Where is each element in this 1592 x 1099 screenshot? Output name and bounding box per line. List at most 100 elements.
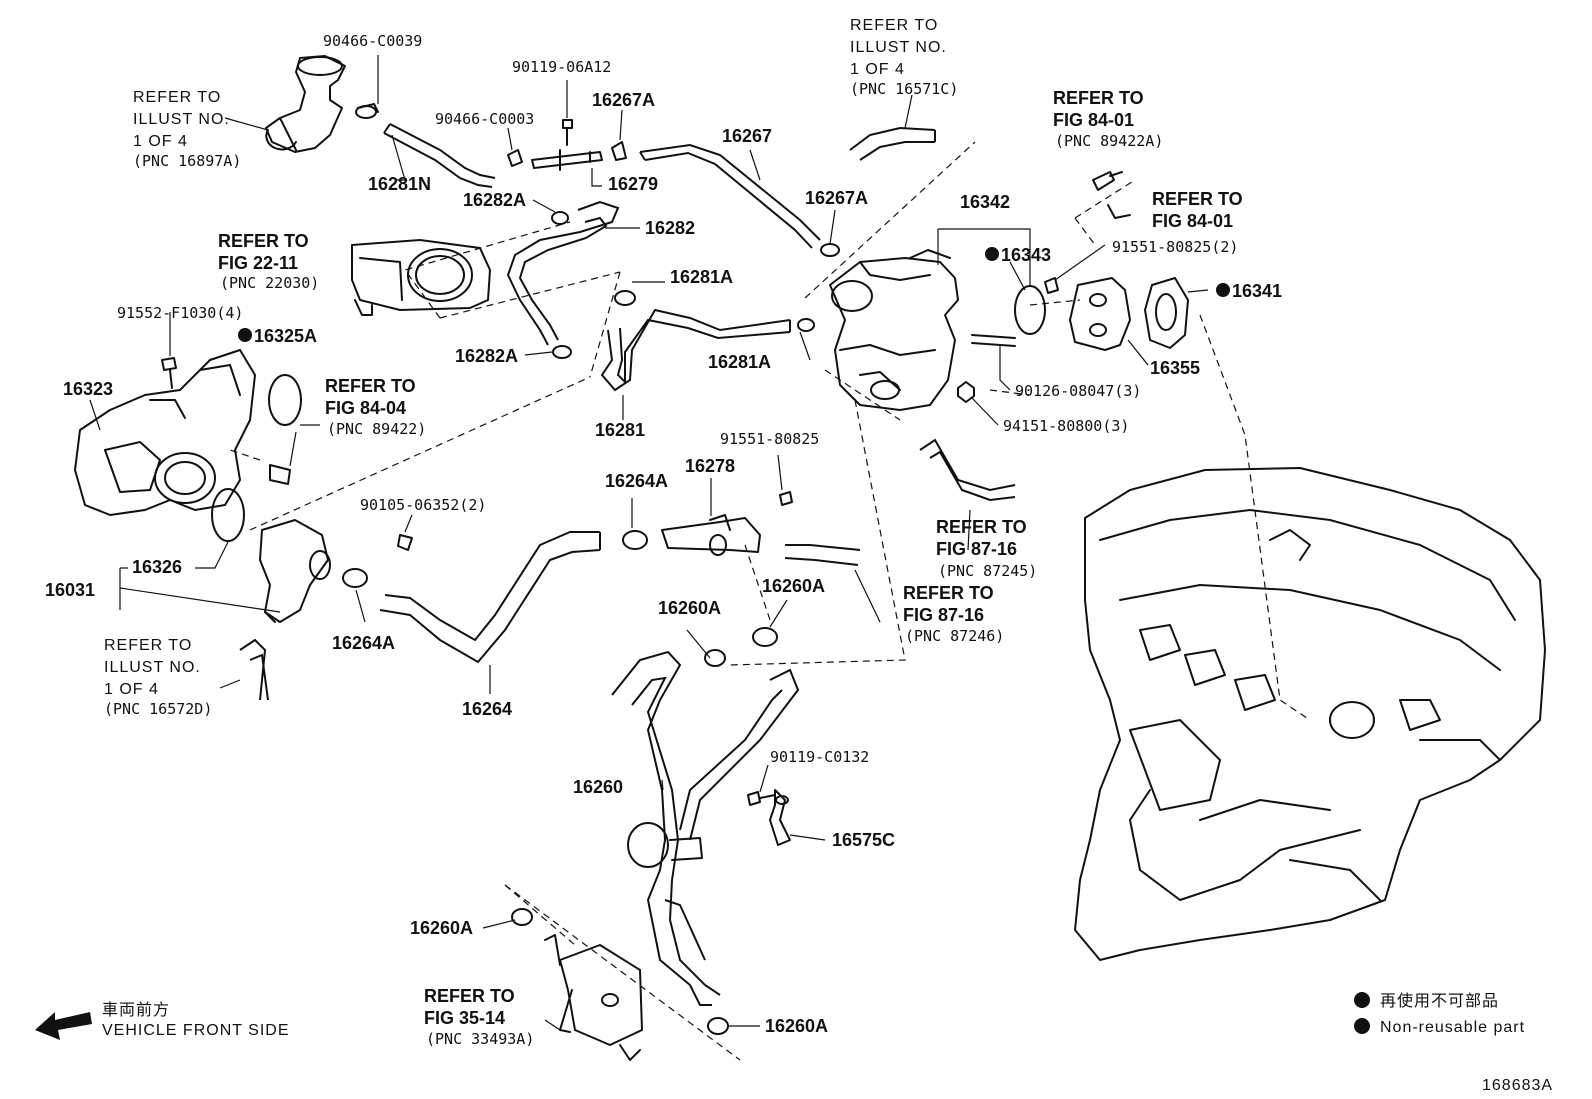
refer-22030: REFER TO FIG 22-11 (PNC 22030) [218,231,319,292]
refer-16572D: REFER TO ILLUST NO. 1 OF 4 (PNC 16572D) [104,637,212,718]
filler-neck-16897A [265,55,346,153]
refer-16897A-line3: 1 OF 4 [133,133,188,150]
clip-90466-C0003 [507,149,523,167]
clip-16260A-a [752,627,778,647]
bracket-16279 [531,149,603,171]
label-16281A-top: 16281A [670,267,733,287]
refer-16572D-line4: (PNC 16572D) [104,700,212,718]
label-16267: 16267 [722,126,772,146]
refer-16571C-line2: ILLUST NO. [850,39,947,56]
hose-16282 [506,200,620,346]
label-16343: 16343 [1001,245,1051,265]
legend-label-jp: 再使用不可部品 [1380,992,1499,1010]
label-90466-C0003: 90466-C0003 [435,110,534,128]
refer-16897A: REFER TO ILLUST NO. 1 OF 4 (PNC 16897A) [133,89,241,170]
refer-33493A-line1: REFER TO [424,986,515,1006]
non-reusable-dot-16341 [1216,283,1230,297]
refer-22030-line2: FIG 22-11 [218,253,298,273]
refer-22030-line1: REFER TO [218,231,309,251]
o-ring-16343 [1014,285,1046,335]
clamp-16260 [627,822,703,868]
sensor-89422A [1092,171,1123,191]
water-pump-16323 [74,349,256,516]
bracket-16355 [1069,277,1131,351]
refer-89422A-line2: FIG 84-01 [1053,110,1134,130]
refer-33493A-line3: (PNC 33493A) [426,1030,534,1048]
refer-84-01-line1: REFER TO [1152,189,1243,209]
label-16282A-mid: 16282A [455,346,518,366]
refer-89422-line1: REFER TO [325,376,416,396]
label-94151-80800: 94151-80800(3) [1003,417,1129,435]
hose-87245 [919,438,1016,502]
refer-87245-line3: (PNC 87245) [938,562,1037,580]
hose-16264 [379,531,601,664]
label-16267A-mid: 16267A [805,188,868,208]
clip-16264A-top [622,530,648,550]
hose-87246 [784,544,861,566]
clip-16282A-mid [552,345,572,359]
water-outlet-16342 [829,249,959,411]
refer-33493A: REFER TO FIG 35-14 (PNC 33493A) [424,986,534,1048]
label-16278: 16278 [685,456,735,476]
legend-label-en: Non-reusable part [1380,1019,1525,1036]
label-16267A-top: 16267A [592,90,655,110]
non-reusable-dot-16325A [238,328,252,342]
hose-16281N [383,123,496,188]
label-16282: 16282 [645,218,695,238]
label-90105-06352: 90105-06352(2) [360,496,486,514]
non-reusable-dot-16343 [985,247,999,261]
refer-16572D-line1: REFER TO [104,637,192,654]
label-16575C: 16575C [832,830,895,850]
diagram-id: 168683A [1482,1077,1553,1094]
sensor-89422 [269,464,291,485]
label-16264: 16264 [462,699,512,719]
label-90119-C0132: 90119-C0132 [770,748,869,766]
clip-16260A-c [511,908,533,926]
clip-16260A-b [704,649,726,667]
label-16282A-top: 16282A [463,190,526,210]
label-16260: 16260 [573,777,623,797]
label-16341: 16341 [1232,281,1282,301]
refer-16571C: REFER TO ILLUST NO. 1 OF 4 (PNC 16571C) [850,17,958,98]
refer-87246-line3: (PNC 87246) [905,627,1004,645]
refer-87246: REFER TO FIG 87-16 (PNC 87246) [903,583,1004,645]
oil-cooler-33493A [544,934,643,1061]
refer-87246-line2: FIG 87-16 [903,605,984,625]
refer-89422A: REFER TO FIG 84-01 (PNC 89422A) [1053,88,1163,150]
leader-lines [89,55,1209,1031]
label-16260A-c: 16260A [410,918,473,938]
stud-90126-08047 [971,334,1016,347]
engine-block [1074,467,1546,961]
clip-16281A-top [614,290,636,306]
gasket-16326 [211,488,245,542]
refer-16897A-line2: ILLUST NO. [133,111,230,128]
refer-33493A-line2: FIG 35-14 [424,1008,505,1028]
refer-22030-line3: (PNC 22030) [220,274,319,292]
label-91552-F1030: 91552-F1030(4) [117,304,243,322]
pipe-16278 [661,514,761,556]
clip-16267A-mid [820,243,840,257]
refer-16572D-line2: ILLUST NO. [104,659,201,676]
hose-16281 [600,308,791,392]
hose-16260 [611,650,800,1006]
direction-label-jp: 車両前方 [102,1001,170,1019]
refer-84-01-line2: FIG 84-01 [1152,211,1233,231]
label-16264A-top: 16264A [605,471,668,491]
label-16281: 16281 [595,420,645,440]
hose-16267 [639,143,821,249]
part-labels: 90466-C0039 90119-06A12 90466-C0003 1626… [45,32,1282,1036]
hose-16572D [239,638,269,701]
refer-16571C-line1: REFER TO [850,17,938,34]
label-16326: 16326 [132,557,182,577]
refer-87246-line1: REFER TO [903,583,994,603]
clip-16260A-d [707,1017,729,1035]
label-16323: 16323 [63,379,113,399]
clip-16264A-mid [342,568,368,588]
water-inlet-16031 [259,519,331,623]
refer-87245: REFER TO FIG 87-16 (PNC 87245) [936,517,1037,580]
dashed-leaders [229,141,1311,1061]
refer-89422: REFER TO FIG 84-04 (PNC 89422) [325,376,426,438]
refer-89422A-line3: (PNC 89422A) [1055,132,1163,150]
label-16342: 16342 [960,192,1010,212]
label-16264A-mid: 16264A [332,633,395,653]
